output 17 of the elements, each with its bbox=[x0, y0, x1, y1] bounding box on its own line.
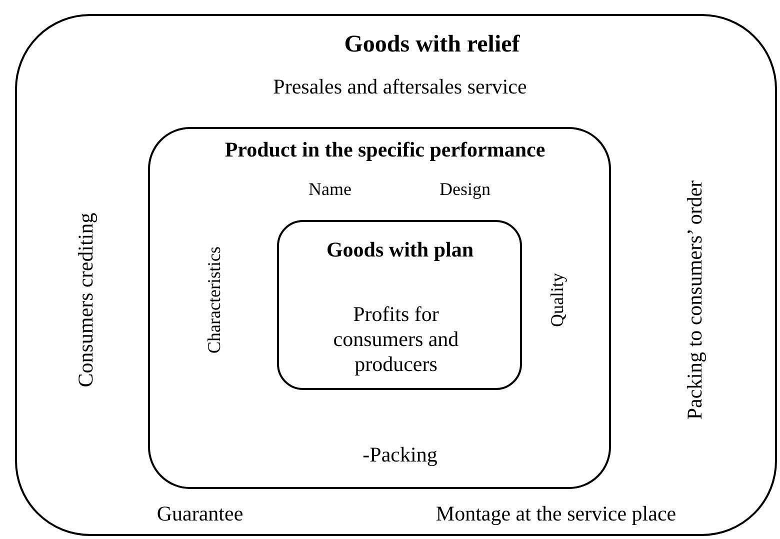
item-label: Design bbox=[440, 179, 490, 201]
item-label: Guarantee bbox=[156, 501, 244, 527]
inner-rounded-box bbox=[277, 220, 522, 390]
outer-rounded-box bbox=[15, 14, 777, 536]
box-heading: Goods with relief bbox=[344, 30, 520, 60]
box-heading: Goods with plan bbox=[326, 237, 474, 263]
item-label: Montage at the service place bbox=[436, 501, 676, 527]
item-label: Name bbox=[308, 179, 352, 201]
item-label: Presales and aftersales service bbox=[273, 74, 527, 100]
item-label: Profits for consumers and producers bbox=[332, 302, 460, 378]
item-label: Characteristics bbox=[204, 246, 226, 354]
box-heading: Product in the specific performance bbox=[224, 137, 546, 163]
item-label: Packing to consumers’ order bbox=[682, 179, 708, 422]
item-label: Consumers crediting bbox=[73, 212, 98, 388]
middle-rounded-box bbox=[148, 127, 611, 489]
item-label: Quality bbox=[547, 273, 568, 327]
item-label: -Packing bbox=[362, 442, 438, 468]
